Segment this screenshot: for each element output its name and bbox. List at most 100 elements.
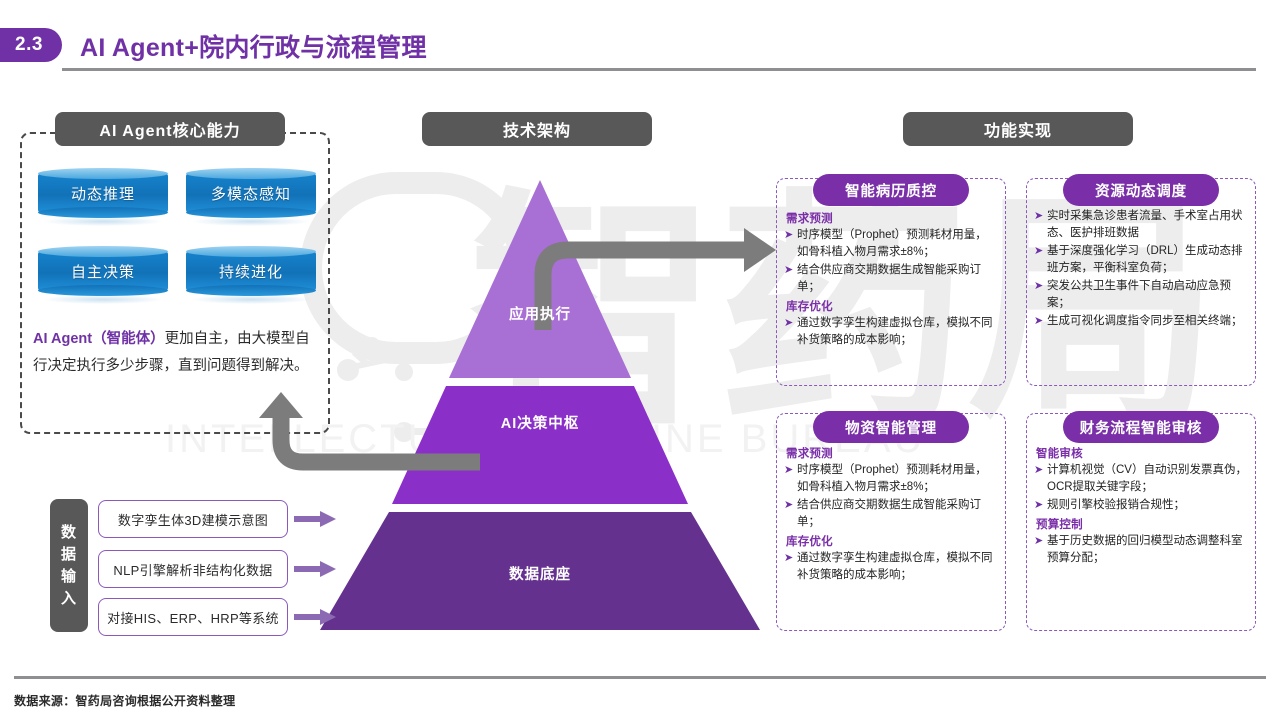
bullet-arrow-icon: ➤ (1034, 210, 1044, 222)
cylinder-bottom (38, 285, 168, 296)
feature-bullet-text: 突发公共卫生事件下自动启动应急预案； (1047, 280, 1231, 309)
banner-function-implementation: 功能实现 (903, 112, 1133, 146)
bullet-arrow-icon: ➤ (784, 552, 794, 564)
agent-description: AI Agent（智能体）更加自主，由大模型自行决定执行多少步骤，直到问题得到解… (33, 326, 315, 380)
feature-bullet-text: 基于深度强化学习（DRL）生成动态排班方案，平衡科室负荷； (1047, 245, 1243, 274)
bullet-arrow-icon: ➤ (1034, 315, 1044, 327)
bullet-arrow-icon: ➤ (784, 499, 794, 511)
arrow-right-icon (294, 609, 336, 625)
data-input-row: NLP引擎解析非结构化数据 (98, 550, 340, 588)
feature-bullet: ➤计算机视觉（CV）自动识别发票真伪，OCR提取关键字段； (1034, 462, 1248, 496)
feature-bullet-text: 通过数字孪生构建虚拟仓库，模拟不同补货策略的成本影响； (797, 552, 993, 581)
data-input-tab: 数 据 输 入 (50, 499, 88, 632)
agent-description-highlight: AI Agent（智能体） (33, 331, 165, 347)
pyramid-layer-middle (392, 386, 688, 504)
data-input-char: 据 (60, 545, 77, 563)
feature-card-title: 资源动态调度 (1063, 174, 1219, 206)
feature-bullet: ➤时序模型（Prophet）预测耗材用量，如骨科植入物月需求±8%； (784, 462, 998, 496)
bullet-arrow-icon: ➤ (1034, 535, 1044, 547)
data-input-label: 数字孪生体3D建模示意图 (98, 500, 288, 538)
cylinder-top (186, 168, 316, 179)
feature-bullet: ➤结合供应商交期数据生成智能采购订单； (784, 262, 998, 296)
feature-bullet-text: 时序模型（Prophet）预测耗材用量，如骨科植入物月需求±8%； (797, 464, 987, 493)
cylinder-body (38, 173, 168, 213)
cylinder-top (186, 246, 316, 257)
feature-bullet-text: 计算机视觉（CV）自动识别发票真伪，OCR提取关键字段； (1047, 464, 1247, 493)
feature-card-body: 需求预测➤时序模型（Prophet）预测耗材用量，如骨科植入物月需求±8%；➤结… (784, 208, 998, 350)
data-input-row: 对接HIS、ERP、HRP等系统 (98, 598, 340, 636)
feature-bullet: ➤通过数字孪生构建虚拟仓库，模拟不同补货策略的成本影响； (784, 550, 998, 584)
cylinder-bottom (38, 207, 168, 218)
capability-cylinder: 多模态感知 (186, 168, 316, 226)
arrow-right-icon (294, 511, 336, 527)
feature-group-heading: 库存优化 (786, 536, 833, 548)
feature-bullet-text: 生成可视化调度指令同步至相关终端； (1047, 315, 1243, 327)
feature-card-title: 财务流程智能审核 (1063, 411, 1219, 443)
bullet-arrow-icon: ➤ (1034, 245, 1044, 257)
feature-bullet-text: 结合供应商交期数据生成智能采购订单； (797, 264, 981, 293)
arrow-right-icon (294, 561, 336, 577)
feature-group-heading: 需求预测 (786, 448, 833, 460)
feature-bullet: ➤通过数字孪生构建虚拟仓库，模拟不同补货策略的成本影响； (784, 315, 998, 349)
feature-group-heading: 预算控制 (1036, 519, 1083, 531)
cylinder-top (38, 168, 168, 179)
banner-tech-architecture: 技术架构 (422, 112, 652, 146)
cylinder-body (38, 251, 168, 291)
feature-group-heading: 智能审核 (1036, 448, 1083, 460)
bullet-arrow-icon: ➤ (784, 229, 794, 241)
feature-bullet: ➤基于历史数据的回归模型动态调整科室预算分配； (1034, 533, 1248, 567)
feature-card-title: 物资智能管理 (813, 411, 969, 443)
feature-card-body: 智能审核➤计算机视觉（CV）自动识别发票真伪，OCR提取关键字段；➤规则引擎校验… (1034, 443, 1248, 568)
bullet-arrow-icon: ➤ (1034, 499, 1044, 511)
bullet-arrow-icon: ➤ (1034, 280, 1044, 292)
feature-group-heading: 需求预测 (786, 213, 833, 225)
bullet-arrow-icon: ➤ (784, 264, 794, 276)
bullet-arrow-icon: ➤ (784, 464, 794, 476)
feature-bullet-text: 通过数字孪生构建虚拟仓库，模拟不同补货策略的成本影响； (797, 317, 993, 346)
data-input-group: 数 据 输 入 数字孪生体3D建模示意图 NLP引擎解析非结构化数据 对接HIS… (50, 497, 340, 637)
feature-bullet-text: 实时采集急诊患者流量、手术室占用状态、医护排班数据 (1047, 210, 1243, 239)
pyramid-label-application: 应用执行 (509, 307, 571, 323)
capability-cylinder: 自主决策 (38, 246, 168, 304)
feature-bullet-text: 基于历史数据的回归模型动态调整科室预算分配； (1047, 535, 1243, 564)
capability-label: 多模态感知 (210, 185, 291, 203)
bullet-arrow-icon: ➤ (1034, 464, 1044, 476)
capability-label: 自主决策 (70, 263, 135, 281)
feature-bullet-text: 时序模型（Prophet）预测耗材用量，如骨科植入物月需求±8%； (797, 229, 987, 258)
feature-bullet: ➤规则引擎校验报销合规性； (1034, 497, 1248, 514)
pyramid-label-data-base: 数据底座 (509, 567, 571, 583)
data-input-char: 输 (60, 567, 77, 585)
feature-bullet: ➤基于深度强化学习（DRL）生成动态排班方案，平衡科室负荷； (1034, 243, 1248, 277)
cylinder-body (186, 173, 316, 213)
section-number-badge: 2.3 (0, 28, 62, 62)
capability-label: 持续进化 (218, 263, 283, 281)
capability-cylinder: 持续进化 (186, 246, 316, 304)
feature-bullet-text: 结合供应商交期数据生成智能采购订单； (797, 499, 981, 528)
page-title: AI Agent+院内行政与流程管理 (80, 34, 427, 62)
capability-cylinder: 动态推理 (38, 168, 168, 226)
cylinder-shadow (44, 217, 162, 226)
data-input-label: 对接HIS、ERP、HRP等系统 (98, 598, 288, 636)
data-input-char: 入 (60, 589, 77, 607)
feature-bullet: ➤突发公共卫生事件下自动启动应急预案； (1034, 278, 1248, 312)
data-input-label: NLP引擎解析非结构化数据 (98, 550, 288, 588)
capability-grid: 动态推理 多模态感知 自主决策 持续进化 (38, 168, 316, 304)
cylinder-body (186, 251, 316, 291)
data-source-note: 数据来源：智药局咨询根据公开资料整理 (14, 694, 236, 708)
page-header: 2.3 AI Agent+院内行政与流程管理 (0, 0, 1280, 82)
footer-divider (14, 676, 1266, 679)
feature-bullet: ➤时序模型（Prophet）预测耗材用量，如骨科植入物月需求±8%； (784, 227, 998, 261)
cylinder-top (38, 246, 168, 257)
cylinder-bottom (186, 285, 316, 296)
data-input-row: 数字孪生体3D建模示意图 (98, 500, 340, 538)
bullet-arrow-icon: ➤ (784, 317, 794, 329)
feature-bullet: ➤实时采集急诊患者流量、手术室占用状态、医护排班数据 (1034, 208, 1248, 242)
cylinder-shadow (44, 295, 162, 304)
feature-card-body: ➤实时采集急诊患者流量、手术室占用状态、医护排班数据➤基于深度强化学习（DRL）… (1034, 208, 1248, 331)
cylinder-shadow (192, 295, 310, 304)
agent-description-body: 更加自主，由大模型自行决定执行多少步骤，直到问题得到解决。 (33, 331, 310, 374)
feature-bullet: ➤生成可视化调度指令同步至相关终端； (1034, 313, 1248, 330)
pyramid-layer-top (449, 180, 631, 378)
feature-bullet: ➤结合供应商交期数据生成智能采购订单； (784, 497, 998, 531)
feature-card-body: 需求预测➤时序模型（Prophet）预测耗材用量，如骨科植入物月需求±8%；➤结… (784, 443, 998, 585)
